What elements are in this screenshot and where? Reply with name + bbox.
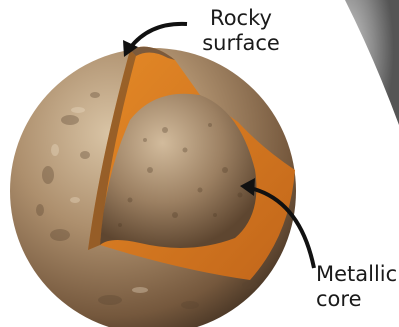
rocky-surface-label: Rocky surface [200,6,282,56]
background-planet-edge [345,0,399,125]
rocky-surface-label-line2: surface [200,31,282,56]
metallic-core-label: Metallic core [316,262,399,312]
rocky-surface-label-line1: Rocky [200,6,282,31]
metallic-core-label-line1: Metallic [316,262,399,287]
metallic-core-label-line2: core [316,287,399,312]
